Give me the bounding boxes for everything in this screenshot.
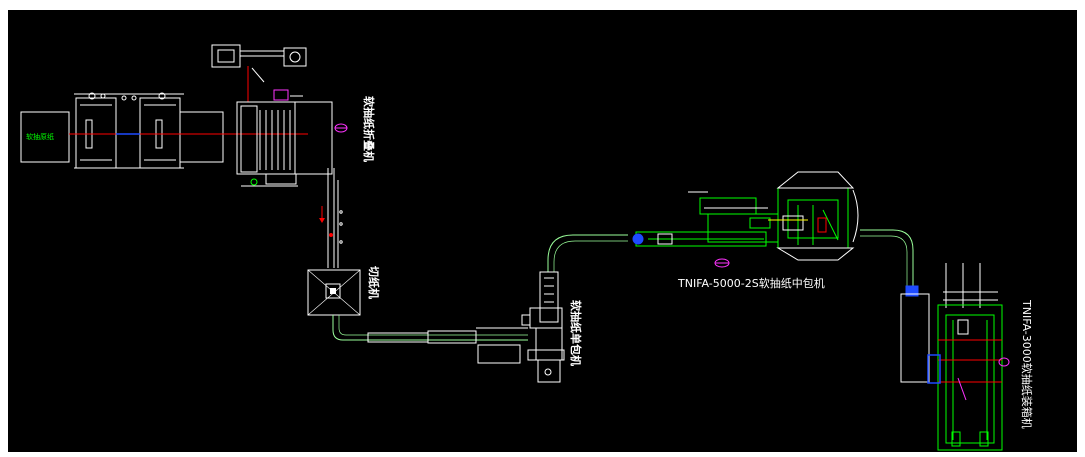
log-saw: 切纸机: [307, 266, 381, 316]
flow-arrow-head: [319, 218, 325, 223]
conveyor-bundler-to-case: [860, 229, 919, 297]
unwind-stand-label: 软抽原纸: [26, 132, 54, 141]
cad-drawing-canvas: 软抽原纸: [8, 10, 1077, 452]
conveyor-folder-to-saw: [327, 168, 343, 268]
single-bag-packer-label: 软抽纸单包机: [569, 300, 583, 366]
single-bag-packer: 软抽纸单包机: [521, 234, 628, 383]
folding-machine-label: 软抽纸折叠机: [362, 96, 376, 162]
case-packer-label: TNIFA-3000软抽纸装箱机: [1020, 299, 1034, 429]
log-saw-label: 切纸机: [367, 266, 381, 299]
bundler: TNIFA-5000-2S软抽纸中包机: [632, 171, 859, 290]
top-drive-unit: [211, 44, 307, 102]
unwind-frames: [74, 92, 184, 169]
folding-machine: 软抽纸折叠机: [236, 89, 376, 187]
case-packer: TNIFA-3000软抽纸装箱机: [900, 263, 1034, 451]
unwind-stand-right: [179, 111, 224, 163]
conveyor-saw-to-packer: [332, 315, 528, 364]
bundler-label: TNIFA-5000-2S软抽纸中包机: [677, 276, 825, 290]
unwind-stand-left: [20, 111, 70, 163]
production-line-layout: 软抽原纸: [20, 44, 1034, 451]
unwind-section: 软抽原纸: [20, 92, 308, 169]
